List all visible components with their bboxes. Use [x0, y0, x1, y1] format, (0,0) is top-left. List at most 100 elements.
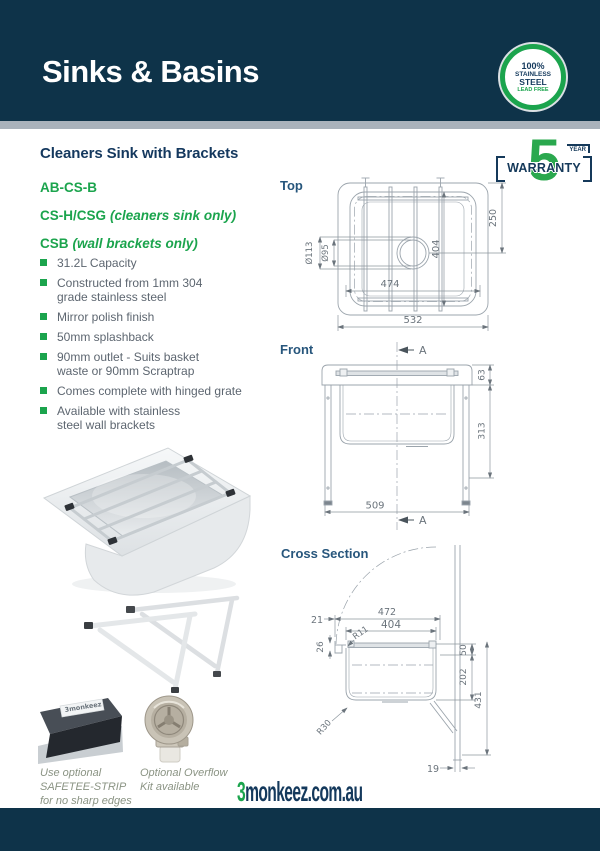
overflow-caption: Optional Overflow Kit available — [140, 767, 228, 793]
strip-front-face — [46, 716, 122, 758]
dim-50: 50 — [459, 644, 469, 656]
brand-logo: 3monkeez.com.au — [237, 776, 363, 809]
feature-text: 90mm outlet - Suits basket waste or 90mm… — [57, 350, 200, 378]
front-view-label: Front — [280, 342, 314, 357]
dim-313: 313 — [478, 422, 488, 439]
bullet-square-icon — [40, 313, 47, 320]
top-view-drawing: 250 532 474 404 Ø113 Ø95 — [304, 177, 506, 331]
bullet-square-icon — [40, 259, 47, 266]
cross-section-drawing: 472 404 21 26 R11 R30 50 202 431 19 — [311, 545, 491, 775]
top-view-outline — [337, 182, 489, 316]
front-sink-outline — [321, 364, 473, 447]
dim-19: 19 — [427, 764, 439, 775]
top-view-outlet — [396, 236, 430, 270]
feature-item: 90mm outlet - Suits basket waste or 90mm… — [40, 350, 265, 378]
front-dimensions — [324, 364, 494, 516]
dim-r11: R11 — [351, 624, 370, 642]
bullet-square-icon — [40, 333, 47, 340]
grate-clips-photo — [64, 454, 236, 545]
header-divider — [0, 121, 600, 129]
svg-text:A: A — [419, 344, 427, 357]
badge-line-3: STEEL — [519, 76, 547, 87]
strip-label — [59, 698, 105, 718]
dim-63: 63 — [478, 369, 488, 380]
warranty-bracket-right — [583, 156, 592, 182]
dim-474: 474 — [380, 279, 399, 290]
dim-509: 509 — [365, 501, 384, 512]
badge-line-1: 100% — [521, 60, 545, 71]
svg-text:A: A — [419, 514, 427, 527]
overflow-kit-photo — [144, 695, 194, 763]
feature-item: Available with stainless steel wall brac… — [40, 404, 265, 432]
warranty-label: WARRANTY — [507, 161, 581, 175]
feature-item: 31.2L Capacity — [40, 256, 265, 270]
top-view-centerline-rect — [354, 196, 472, 302]
section-arrow-top: A — [398, 344, 427, 357]
feature-item: Mirror polish finish — [40, 310, 265, 324]
bullet-square-icon — [40, 387, 47, 394]
wall-brackets-photo — [84, 595, 240, 693]
code-text: AB-CS-B — [40, 180, 97, 195]
dim-532: 532 — [403, 315, 422, 326]
dim-250: 250 — [488, 209, 499, 227]
dim-r30: R30 — [315, 718, 334, 737]
wall-lines — [453, 545, 462, 761]
header-band: Sinks & Basins — [0, 0, 600, 121]
code-note: (cleaners sink only) — [110, 208, 237, 223]
front-legs — [323, 384, 471, 506]
footer-band — [0, 808, 600, 851]
feature-item: 50mm splashback — [40, 330, 265, 344]
top-view-label: Top — [280, 178, 303, 193]
section-arrow-bottom: A — [398, 514, 427, 527]
bracket-rear — [129, 595, 240, 676]
sink-body-photo — [42, 447, 252, 596]
code-note: (wall brackets only) — [72, 236, 198, 251]
bullet-square-icon — [40, 407, 47, 414]
code-text: CS-H/CSG — [40, 208, 107, 223]
product-code: CSB(wall brackets only) — [40, 230, 236, 258]
dim-dia95: Ø95 — [320, 244, 331, 262]
stainless-steel-badge: 100% STAINLESS STEEL LEAD FREE — [500, 44, 566, 110]
grate-swing-arc — [335, 546, 437, 648]
badge-line-2: STAINLESS — [515, 70, 551, 78]
bracket-rear-tips — [126, 606, 221, 677]
feature-item: Comes complete with hinged grate — [40, 384, 265, 398]
badge-line-4: LEAD FREE — [517, 86, 549, 93]
dim-404: 404 — [431, 239, 442, 258]
feature-text: Comes complete with hinged grate — [57, 384, 242, 398]
dim-26: 26 — [316, 641, 326, 653]
feature-text: Constructed from 1mm 304 grade stainless… — [57, 276, 203, 304]
feature-item: Constructed from 1mm 304 grade stainless… — [40, 276, 265, 304]
logo-prefix: 3 — [237, 776, 246, 808]
sink-grate-photo — [68, 458, 232, 543]
front-view-drawing: A A 63 313 — [321, 342, 494, 530]
overflow-fitting — [144, 695, 194, 763]
dim-472: 472 — [378, 607, 396, 618]
product-code: CS-H/CSG(cleaners sink only) — [40, 202, 236, 230]
feature-text: 50mm splashback — [57, 330, 154, 344]
page-header-title: Sinks & Basins — [42, 54, 259, 89]
warranty-number: 5 — [528, 128, 561, 193]
warranty-bracket-left — [496, 156, 505, 182]
sink-product-photo — [42, 447, 252, 596]
cross-section-label: Cross Section — [281, 546, 369, 561]
bullet-square-icon — [40, 279, 47, 286]
cross-sink-outline — [334, 640, 458, 734]
cross-dimensions — [324, 615, 491, 772]
product-codes: AB-CS-B CS-H/CSG(cleaners sink only) CSB… — [40, 174, 236, 258]
safetee-caption: Use optional SAFETEE-STRIP for no sharp … — [40, 767, 132, 807]
bracket-front — [87, 611, 198, 692]
dim-404-cross: 404 — [381, 619, 401, 631]
bullet-square-icon — [40, 353, 47, 360]
warranty-badge: 5 YEAR WARRANTY — [496, 132, 592, 200]
product-title: Cleaners Sink with Brackets — [40, 145, 239, 162]
top-view-dimensions — [317, 182, 506, 331]
dim-dia113: Ø113 — [304, 242, 315, 265]
feature-text: Available with stainless steel wall brac… — [57, 404, 181, 432]
top-view-grate — [357, 177, 469, 312]
dim-431: 431 — [474, 691, 484, 708]
product-code: AB-CS-B — [40, 174, 236, 202]
feature-text: 31.2L Capacity — [57, 256, 137, 270]
dim-202: 202 — [459, 668, 469, 685]
